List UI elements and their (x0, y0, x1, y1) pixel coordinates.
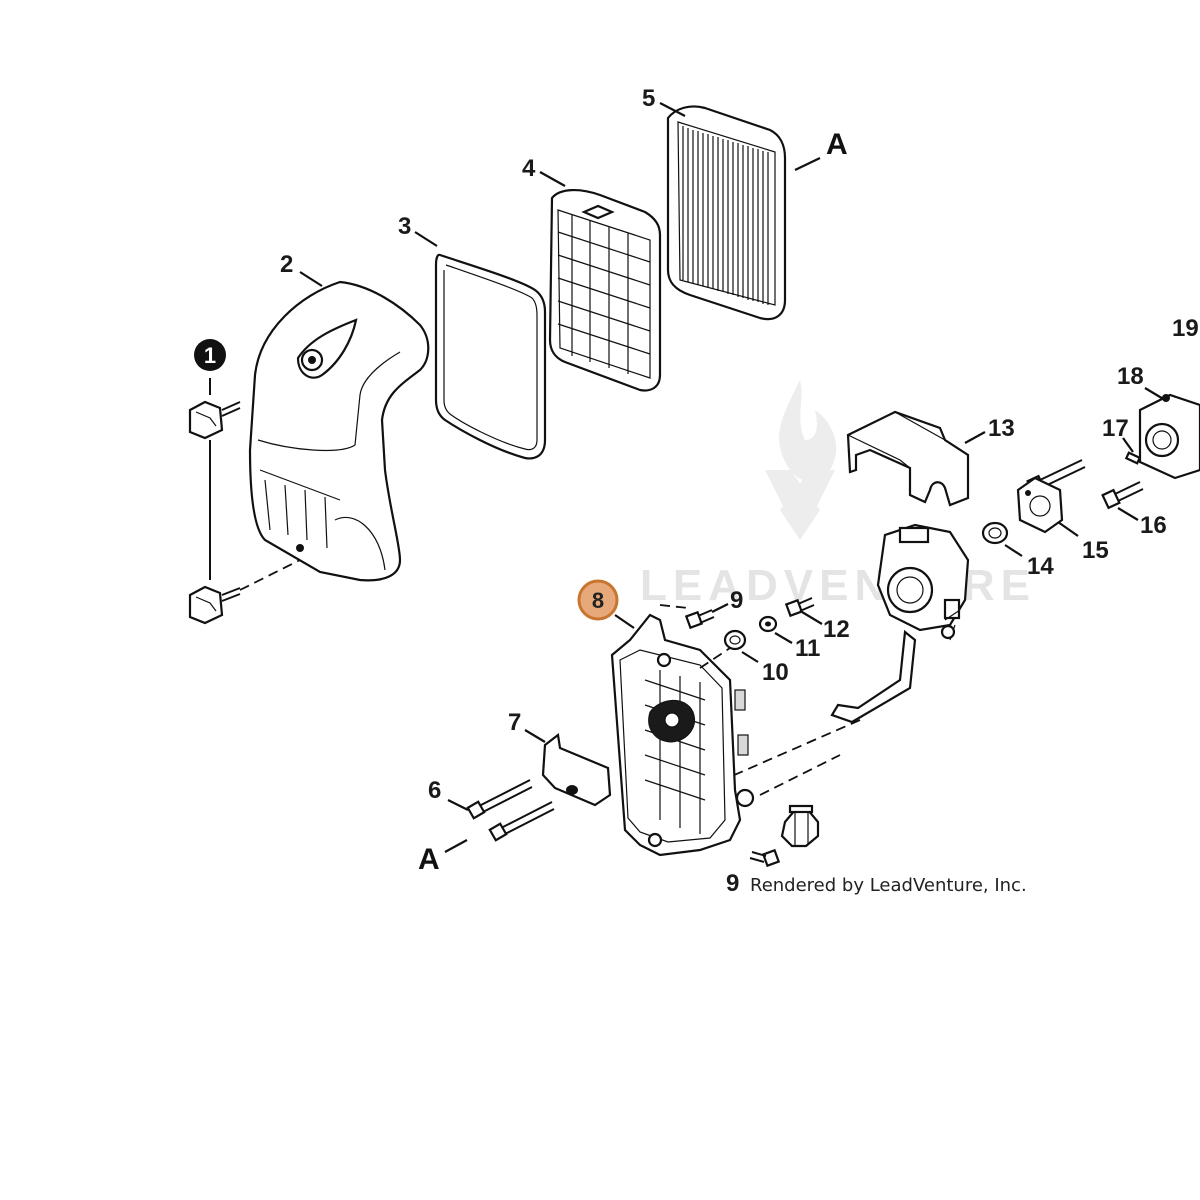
part-13-leader (964, 431, 986, 444)
part-15-spacer[interactable] (1016, 476, 1064, 534)
part-15-label: 15 (1082, 537, 1109, 564)
part-11-label: 11 (795, 635, 820, 662)
part-3-gasket[interactable] (434, 253, 547, 460)
carburetor[interactable] (876, 523, 970, 641)
section-a-bottom-leader (444, 839, 468, 853)
part-16-label: 16 (1140, 512, 1167, 539)
part-10-label: 10 (762, 659, 789, 686)
part-1-badge: 1 (194, 339, 226, 371)
part-2-leader (299, 271, 323, 287)
part-9-upper-label: 9 (730, 587, 743, 614)
section-a-top: A (826, 128, 848, 161)
part-13-label: 13 (988, 415, 1015, 442)
part-5-air-filter[interactable] (666, 105, 787, 321)
section-a-top-leader (794, 157, 821, 171)
part-1-retainer-bolts[interactable] (188, 378, 301, 625)
part-5-leader (659, 102, 686, 117)
part-16-leader (1117, 507, 1139, 521)
part-17-pin[interactable] (1124, 451, 1142, 465)
part-3-leader (414, 231, 438, 247)
part-6-label: 6 (428, 777, 441, 804)
part-18-label: 18 (1117, 363, 1144, 390)
part-8-leader (614, 614, 635, 629)
part-2-filter-cover[interactable] (248, 280, 430, 582)
primer-bulb[interactable] (780, 804, 820, 848)
part-1-label: 1 (204, 343, 216, 368)
alignment-dash-10 (699, 647, 731, 669)
part-12-screw[interactable] (784, 597, 815, 618)
part-19-label: 19 (1172, 315, 1199, 342)
part-8-highlight-badge[interactable]: 8 (577, 579, 619, 621)
part-18-manifold[interactable] (1138, 393, 1200, 480)
part-14-label: 14 (1027, 553, 1054, 580)
part-18-leader (1144, 387, 1166, 401)
part-9-screw-lower[interactable] (749, 848, 781, 868)
part-8-label: 8 (592, 588, 604, 613)
part-7-bracket[interactable] (541, 732, 612, 807)
part-17-leader (1122, 437, 1134, 453)
part-11-washer[interactable] (758, 615, 778, 633)
part-13-heat-shield[interactable] (846, 410, 970, 507)
part-9-upper-leader (711, 603, 729, 613)
part-12-label: 12 (823, 616, 850, 643)
part-4-prefilter[interactable] (548, 189, 662, 392)
part-14-leader (1004, 544, 1023, 557)
section-a-bottom: A (418, 843, 440, 876)
part-17-label: 17 (1102, 415, 1129, 442)
part-14-gasket-ring[interactable] (981, 521, 1009, 545)
part-12-leader (801, 611, 823, 625)
watermark-text: LEADVENTURE (640, 561, 1036, 610)
part-9-screw-upper[interactable] (659, 604, 715, 630)
part-5-label: 5 (642, 85, 655, 112)
part-4-leader (539, 171, 566, 187)
part-10-grommet[interactable] (723, 629, 747, 651)
part-2-label: 2 (280, 251, 293, 278)
part-6-leader (447, 799, 469, 811)
part-8-filter-base[interactable] (610, 613, 755, 857)
part-6-long-bolts[interactable] (466, 779, 555, 842)
part-9-lower-label: 9 (726, 870, 739, 897)
render-credit: Rendered by LeadVenture, Inc. (750, 875, 1027, 896)
alignment-dash-carb (759, 754, 841, 796)
part-7-leader (524, 729, 546, 743)
part-7-label: 7 (508, 709, 521, 736)
part-15-leader (1057, 521, 1079, 537)
part-4-label: 4 (522, 155, 536, 182)
part-3-label: 3 (398, 213, 411, 240)
part-10-leader (741, 651, 759, 663)
part-11-leader (774, 632, 793, 644)
watermark-logo: LEADVENTURE (640, 380, 1036, 610)
